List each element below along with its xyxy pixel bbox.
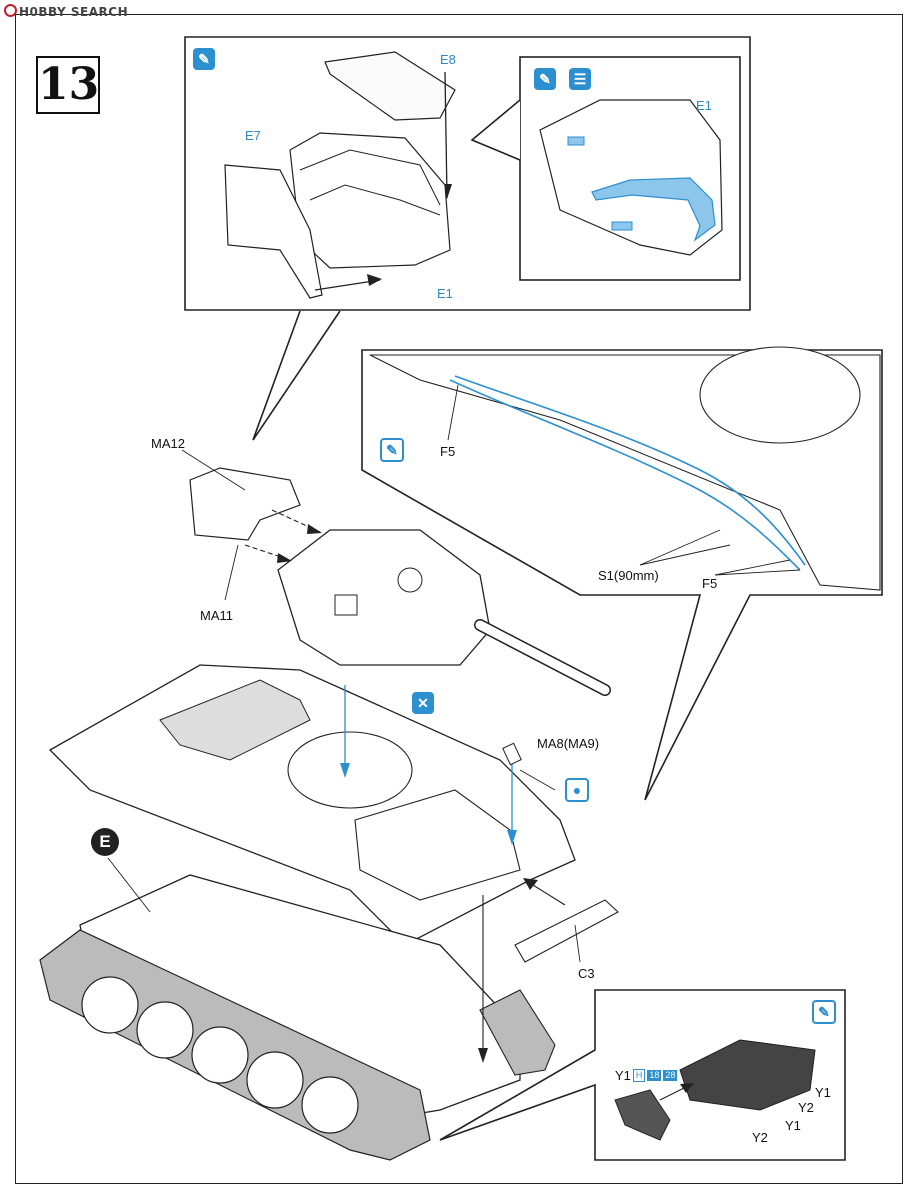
part-ma12 — [189, 467, 301, 541]
label-f5-right: F5 — [702, 576, 718, 591]
label-ma8: MA8(MA9) — [537, 736, 600, 751]
sub-assembly-e-marker: E — [91, 828, 119, 856]
track-28-tag: 28 — [663, 1070, 678, 1081]
label-y2-b: Y2 — [752, 1130, 768, 1145]
track-18-tag: 18 — [647, 1070, 662, 1081]
hull-rear-part — [289, 132, 451, 269]
label-ma12: MA12 — [151, 436, 185, 451]
track-right — [479, 989, 556, 1076]
label-e1-inset: E1 — [696, 98, 712, 113]
part-ma8 — [502, 742, 522, 766]
leader-ma11 — [224, 544, 239, 601]
engine-deck — [159, 679, 311, 761]
turret-ring — [287, 731, 413, 809]
leader-ma8 — [519, 769, 556, 791]
leader-s1-a — [639, 529, 721, 566]
glue-icon: ✎ — [812, 1000, 836, 1024]
label-s1: S1(90mm) — [598, 568, 659, 583]
callout-tracks-box — [439, 989, 846, 1161]
leader-f5-right-a — [714, 559, 791, 576]
road-wheels — [81, 976, 359, 1134]
glue-icon: ✎ — [380, 438, 404, 462]
turret — [277, 529, 491, 666]
instruction-frame — [15, 14, 903, 1184]
step-number: 13 — [36, 56, 100, 114]
label-y1-b: Y1 — [815, 1085, 831, 1100]
wiring-turret-ring — [699, 346, 861, 444]
label-f5-left: F5 — [440, 444, 456, 459]
arrowhead-e7 — [367, 274, 382, 286]
part-c3 — [514, 899, 619, 963]
glue-icon: ✎ — [534, 68, 556, 90]
inset-hull-part — [539, 99, 723, 256]
part-e1-highlight — [591, 177, 716, 242]
leader-ma12 — [181, 449, 246, 491]
label-ma11: MA11 — [200, 608, 233, 623]
leader-f5-right-b — [714, 569, 801, 576]
label-y2-a: Y2 — [798, 1100, 814, 1115]
watermark-logo-icon — [4, 4, 17, 17]
wire-s1-b — [449, 379, 801, 571]
leader-e-marker — [107, 857, 151, 913]
paint-icon: ● — [565, 778, 589, 802]
glacis-plate — [354, 789, 521, 901]
track-links-assembled — [679, 1039, 816, 1111]
arrow-e8 — [444, 71, 448, 199]
turret-cupola — [397, 567, 423, 593]
leader-c3 — [574, 924, 581, 963]
label-e7: E7 — [245, 128, 261, 143]
label-e1-top: E1 — [437, 286, 453, 301]
glue-icon: ✎ — [193, 48, 215, 70]
wire-s1-a — [454, 375, 806, 566]
watermark: H0BBY SEARCH — [4, 4, 128, 19]
label-c3: C3 — [578, 966, 595, 981]
callout-top-box — [184, 36, 751, 311]
leader-f5-left — [447, 384, 459, 441]
label-y1-c: Y1 — [785, 1118, 801, 1133]
paint-icon: ☰ — [569, 68, 591, 90]
leader-s1-b — [639, 544, 731, 566]
part-e8-panel — [324, 51, 456, 121]
callout-top-pointer — [252, 310, 341, 441]
label-e8: E8 — [440, 52, 456, 67]
no-glue-icon: ✕ — [412, 692, 434, 714]
track-links-single — [614, 1089, 671, 1141]
inset-pointer — [470, 99, 521, 161]
track-h-tag: H — [632, 1069, 646, 1082]
turret-hatch — [334, 594, 358, 616]
part-e7-panel — [224, 164, 323, 299]
